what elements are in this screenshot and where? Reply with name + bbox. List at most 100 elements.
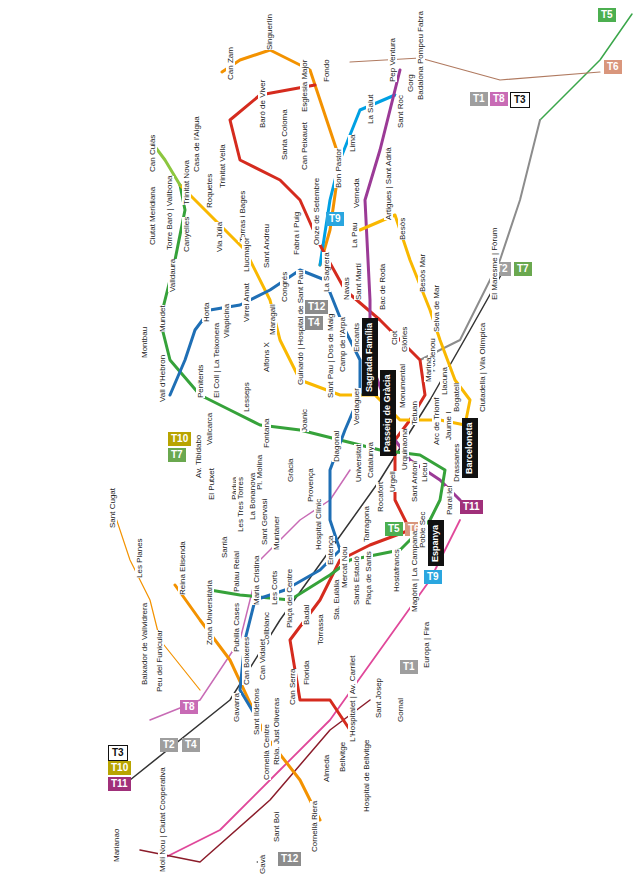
line-code: T8 — [183, 701, 195, 713]
line-badge: T2 — [160, 738, 178, 752]
station-label: La Bonanova — [248, 473, 257, 520]
line-code: T11 — [111, 778, 128, 790]
station-label: Provença — [306, 468, 315, 502]
station-label: Les Tres Torres — [236, 477, 245, 532]
station-label: Sant Pau | Dos de Maig — [326, 314, 335, 398]
line-badge: T11 — [460, 500, 483, 514]
station-label: Liceu — [420, 463, 429, 482]
station-label: Congrés — [280, 272, 289, 302]
line-code: T10 — [171, 433, 188, 445]
station-label: Via Júlia — [215, 222, 224, 252]
station-label: Valldaura — [168, 259, 177, 292]
line-badge: T5 — [598, 8, 616, 22]
station-label: Roquetes — [205, 174, 214, 208]
line-code: T3 — [112, 747, 124, 759]
metro-line — [160, 185, 445, 600]
station-label: El Putxet — [207, 468, 216, 500]
station-label: Florida — [302, 661, 311, 685]
metro-line — [170, 270, 360, 715]
station-label: Hospital de Bellvitge — [362, 740, 371, 812]
line-badge: T4 — [305, 316, 323, 330]
station-label: Montbau — [140, 327, 149, 358]
station-label: Bellvitge — [338, 742, 347, 772]
line-badge: T11 — [108, 777, 131, 791]
station-label: El Maresme | Fòrum — [490, 228, 499, 300]
station-label: Les Planes — [135, 538, 144, 578]
line-badge: T1 — [470, 92, 488, 106]
station-label: Verneda — [352, 178, 361, 208]
line-code: T4 — [308, 317, 320, 329]
station-label: Sant Josep — [374, 678, 383, 718]
station-label: Camp de l'Arpa — [338, 317, 347, 372]
station-label: Trinitat Nova — [182, 160, 191, 205]
station-hub: Espanya — [428, 520, 444, 566]
station-label: Verdaguer — [352, 388, 361, 425]
station-label: Rocafort — [376, 482, 385, 512]
station-label: Hostafrancs — [392, 549, 401, 592]
station-label: Fondo — [322, 59, 331, 82]
station-label: Canyelles — [182, 217, 191, 252]
line-code: T1 — [403, 661, 415, 673]
station-label: Sant Antoni — [410, 461, 419, 502]
station-label: Alfons X — [262, 342, 271, 372]
station-label: Singuerlín — [265, 14, 274, 50]
station-label: Sant Roc — [396, 95, 405, 128]
station-hub: Passeig de Gràcia — [380, 370, 396, 456]
station-label: Llucmajor — [242, 237, 251, 272]
station-label: Clot — [390, 331, 399, 345]
line-code: T9 — [329, 213, 341, 225]
station-label: Urgell — [388, 471, 397, 492]
station-label: Fontana — [262, 419, 271, 448]
station-label: Maragall — [268, 304, 277, 335]
station-label: Can Cuiàs — [148, 135, 157, 172]
tram-line — [540, 14, 632, 120]
station-label: Onze de Setembre — [312, 178, 321, 245]
station-label: Reina Elisenda — [178, 541, 187, 595]
station-label: Sant Andreu — [262, 224, 271, 268]
station-label: Bogatell — [452, 383, 461, 412]
station-label: Penitents — [196, 365, 205, 398]
station-label: Tetuan — [410, 401, 419, 425]
station-label: Can Boixeres — [242, 637, 251, 685]
station-label: Pep Ventura — [388, 38, 397, 82]
station-label: La Pau — [350, 223, 359, 248]
station-label: Zona Universitària — [205, 580, 214, 645]
station-label: Mundet — [158, 305, 167, 332]
hub-name: Barceloneta — [464, 422, 475, 474]
station-label: Sant Ildefons — [252, 688, 261, 735]
station-label: Badalona Pompeu Fabra — [416, 11, 425, 100]
station-label: Gavà — [258, 855, 267, 874]
hub-name: Passeig de Gràcia — [382, 374, 393, 452]
line-badge: T12 — [278, 852, 301, 866]
hub-name: Sagrada Família — [364, 323, 375, 392]
station-label: Vilapicina — [222, 304, 231, 338]
station-label: Catalunya — [366, 442, 375, 478]
station-label: Magòria | La Campana — [410, 531, 419, 612]
station-label: Pubilla Cases — [232, 603, 241, 652]
station-label: Rbla. Just Oliveras — [272, 698, 281, 765]
station-label: Can Zam — [226, 47, 235, 80]
line-code: T2 — [163, 739, 175, 751]
station-label: Artigues | Sant Adrià — [384, 147, 393, 220]
line-badge: T9 — [326, 212, 344, 226]
station-label: Gorg — [406, 74, 415, 92]
station-label: Esglesia Major — [300, 60, 309, 112]
station-label: El Coll | La Teixonera — [212, 323, 221, 398]
station-label: Molí Nou | Ciutat Cooperativa — [158, 767, 167, 872]
station-label: Besòs — [398, 218, 407, 240]
line-badge: T1 — [400, 660, 418, 674]
line-code: T8 — [493, 93, 505, 105]
station-label: La Sagrera — [322, 252, 331, 292]
station-label: Guinardó | Hospital de Sant Pau — [296, 270, 305, 385]
station-label: Jaume I — [444, 412, 453, 440]
station-label: Entença — [326, 536, 335, 565]
station-label: Marina — [424, 358, 433, 382]
metro-line — [180, 185, 470, 425]
line-badge: T7 — [168, 448, 186, 462]
line-badge: T4 — [182, 738, 200, 752]
station-label: Les Corts — [270, 571, 279, 605]
station-label: Lesseps — [242, 382, 251, 412]
station-label: Encants — [352, 323, 361, 352]
station-label: Besòs Mar — [418, 254, 427, 292]
